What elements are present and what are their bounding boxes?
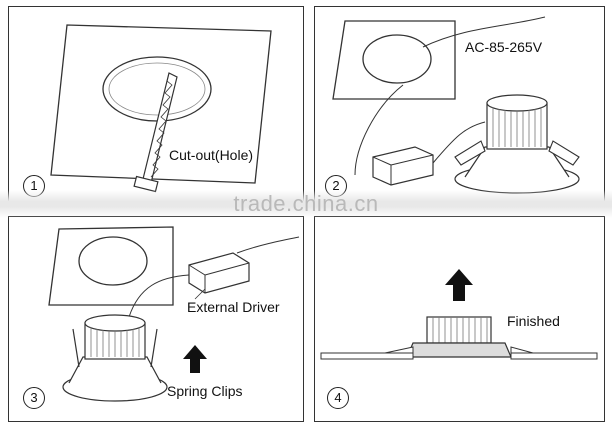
installed-downlight-icon [406, 316, 512, 358]
step-3-panel: External Driver Spring Clips 3 [8, 216, 304, 422]
downlight-icon [62, 314, 168, 402]
saw-icon [133, 72, 178, 193]
external-driver-icon [188, 252, 250, 294]
ceiling-cutout-illustration [50, 24, 272, 193]
downlight-icon [454, 94, 580, 194]
finished-installation-illustration [320, 269, 598, 360]
watermark-text: trade.china.cn [233, 191, 379, 216]
driver-connection-illustration [48, 226, 300, 402]
cutout-label: Cut-out(Hole) [169, 147, 254, 163]
wiring-illustration [332, 16, 580, 194]
watermark-strip [0, 190, 612, 218]
finished-label: Finished [507, 313, 560, 329]
step-number-3: 3 [23, 387, 45, 409]
up-arrow-icon [183, 345, 207, 373]
external-driver-label: External Driver [187, 299, 280, 315]
voltage-label: AC-85-265V [465, 39, 543, 55]
step-2-panel: AC-85-265V 2 [314, 6, 605, 204]
step-number-4: 4 [327, 387, 349, 409]
spring-clips-label: Spring Clips [167, 383, 243, 399]
step-4-panel: Finished 4 [314, 216, 605, 422]
step-1-panel: Cut-out(Hole) 1 [8, 6, 304, 204]
up-arrow-icon [445, 269, 473, 301]
driver-box-icon [372, 146, 434, 186]
ceiling-board-icon [320, 346, 598, 360]
